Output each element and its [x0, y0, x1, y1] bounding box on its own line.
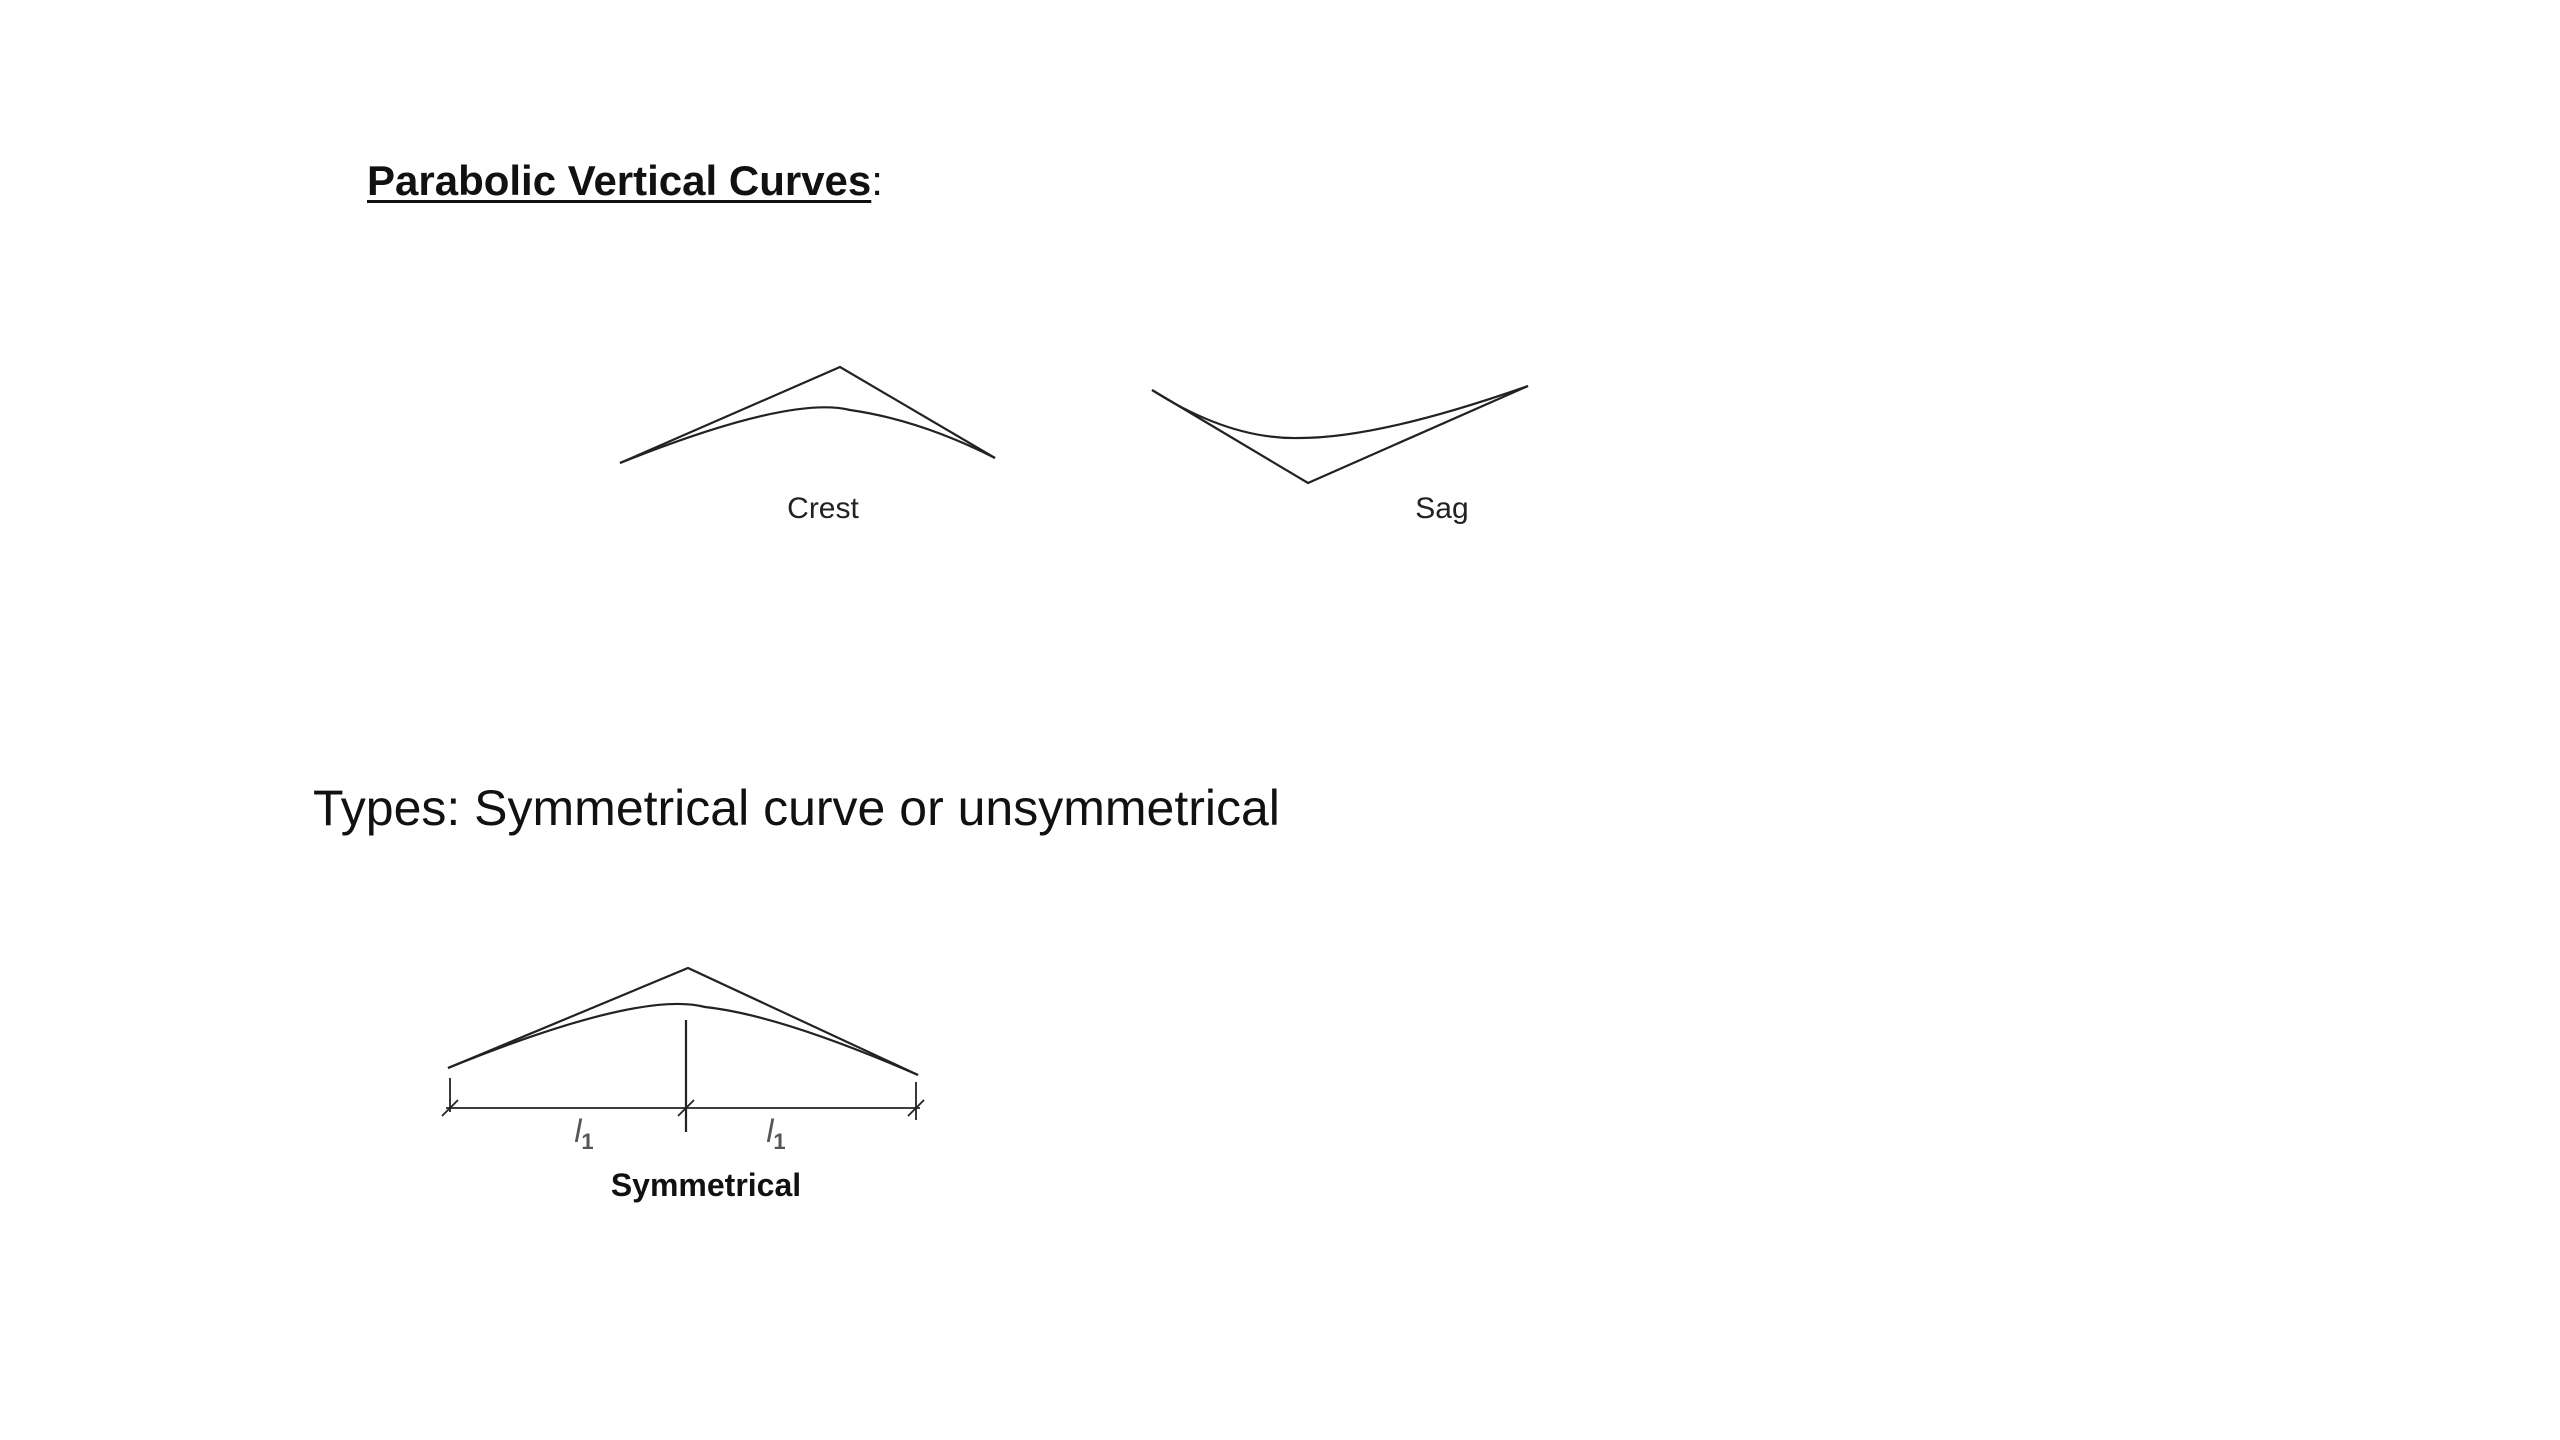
length-left-subscript: 1: [581, 1129, 593, 1154]
sag-tangents: [1151, 384, 1529, 485]
slide-title-text: Parabolic Vertical Curves: [367, 157, 872, 204]
crest-tangents: [619, 365, 996, 465]
crest-label: Crest: [787, 492, 859, 525]
length-right-symbol: l: [766, 1113, 774, 1149]
dimension-left-tick: [441, 1099, 459, 1117]
sag-figure: [1151, 384, 1529, 485]
types-statement: Types: Symmetrical curve or unsymmetrica…: [313, 780, 1280, 836]
length-left-symbol: l: [574, 1113, 582, 1149]
symmetrical-figure: [441, 966, 925, 1132]
dimension-mid-tick: [677, 1099, 695, 1117]
length-left-label: l1: [574, 1113, 593, 1154]
length-right-subscript: 1: [773, 1129, 785, 1154]
symmetrical-tangents: [447, 966, 919, 1076]
symmetrical-parabola: [447, 1002, 919, 1077]
sag-parabola: [1151, 384, 1529, 440]
slide-title-colon: :: [871, 157, 883, 204]
slide-title: Parabolic Vertical Curves:: [367, 160, 883, 202]
crest-figure: [619, 365, 996, 465]
sag-label: Sag: [1415, 492, 1468, 525]
crest-parabola: [619, 406, 996, 465]
length-right-label: l1: [766, 1113, 785, 1154]
symmetrical-caption: Symmetrical: [611, 1167, 801, 1203]
dimension-right-tick: [907, 1099, 925, 1117]
